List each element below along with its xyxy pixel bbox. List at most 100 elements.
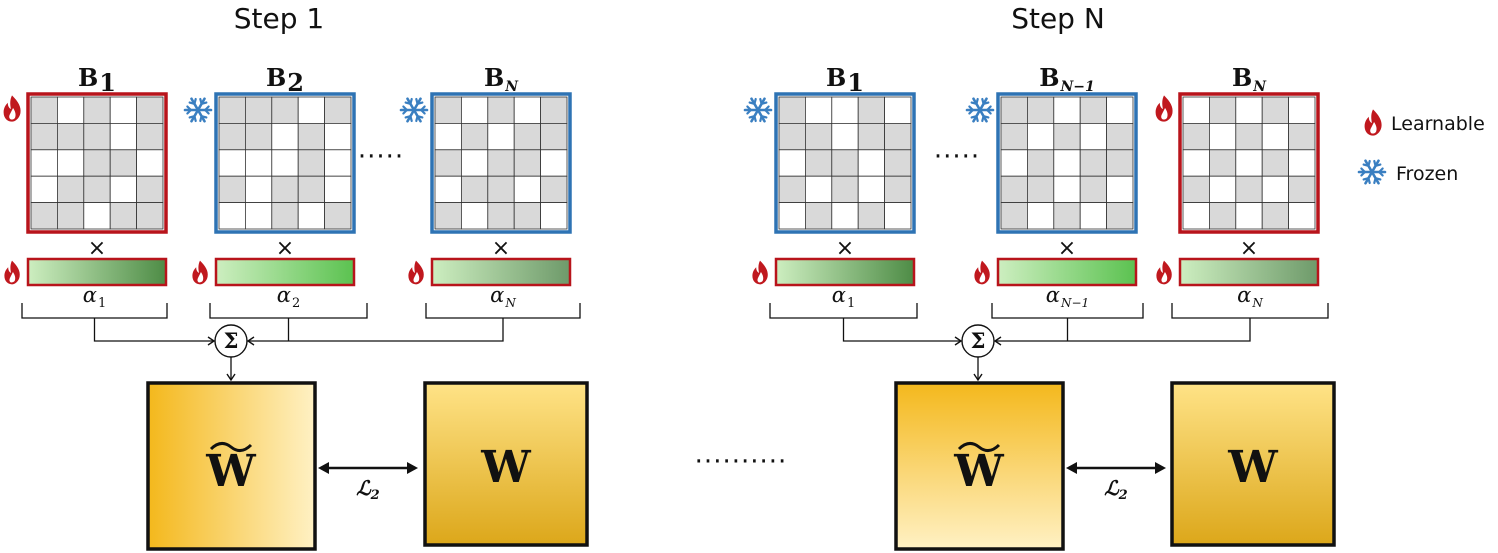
snowflake-branch [1373,177,1377,185]
times-symbol: × [1240,236,1258,261]
alpha-label-subscript: 2 [292,296,300,311]
flame-outer [192,260,208,285]
times-symbol: × [88,236,106,261]
connector-right [248,318,504,342]
alpha-label-main: α [83,283,97,307]
alpha-bar [1178,257,1320,287]
matrix-cell [218,202,246,230]
flame-inner [1161,272,1168,283]
flame-inner [1370,122,1377,134]
alpha-bar [214,257,356,287]
loss-arrow-head [318,462,329,474]
matrix-cell [271,123,299,151]
matrix-cell [1000,96,1028,124]
snowflake-branch [1360,167,1366,174]
matrix-cell [1106,149,1134,177]
matrix-cell [109,202,137,230]
matrix-cell [1053,149,1081,177]
snowflake-branch [186,105,192,112]
matrix-cell [884,202,912,230]
matrix-cell [271,149,299,177]
matrix-cell [1106,175,1134,203]
matrix-cell [244,175,273,203]
matrix-cell [805,96,833,124]
matrix-cell [1235,202,1263,230]
times-symbol: × [1058,236,1076,261]
flame-icon [192,260,208,285]
flame-icon [1155,95,1173,122]
w-tilde-box [894,381,1065,551]
flame-outer [408,260,424,285]
matrix-cell [513,149,542,177]
matrix-cell [244,202,273,230]
snowflake-icon [965,97,995,123]
times-symbol: × [836,236,854,261]
snowflake-icon [743,97,773,123]
matrix-cell [540,175,568,203]
times-symbol: × [276,236,294,261]
matrix-cell [218,96,246,124]
matrix-label: BN [484,63,519,95]
matrix-ellipsis: ····· [934,142,980,172]
matrix-cell [244,149,273,177]
matrix-cell [1079,202,1107,230]
matrix-cell [434,123,462,151]
loss-label-subscript: 2 [1118,488,1128,503]
snowflake-branch [1362,177,1370,181]
matrix-cell [1209,96,1237,124]
snowflake-branch [759,115,763,123]
matrix-cell [805,149,833,177]
matrix-label-main: B [266,63,286,92]
matrix-label-main: B [1232,63,1252,92]
snowflake-branch [188,115,196,119]
matrix-cell [218,175,246,203]
matrix-2: B 2 × α2 [183,63,368,319]
matrix-cell [244,96,273,124]
flame-inner [979,272,986,283]
flame-outer [3,95,21,122]
matrix-2: BN−1×αN−1 [965,63,1144,319]
matrix-cell [1288,123,1316,151]
flame-inner [9,272,16,283]
flame-icon [408,260,424,285]
alpha-label: α2 [277,283,300,311]
snowflake-icon [183,97,213,123]
matrix-cell [1027,175,1055,203]
matrix-cell [884,175,912,203]
loss-arrow-head [1155,462,1166,474]
matrix-border [26,92,168,234]
snowflake-branch [975,97,979,105]
snowflake-branch [200,101,208,105]
matrix-cell [297,123,326,151]
snowflake-branch [753,97,757,105]
matrix-cell [57,202,85,230]
matrix-cell [109,96,137,124]
matrix-cell [460,202,489,230]
matrix-cell [30,96,58,124]
w-label: W [1227,442,1278,493]
snowflake-branch [204,108,210,115]
matrix-cell [513,175,542,203]
matrix-cell [434,202,462,230]
matrix-cell [324,202,352,230]
matrix-cell [1182,149,1210,177]
matrix-cell [1027,149,1055,177]
snowflake-branch [986,108,992,115]
matrix-cell [57,96,85,124]
alpha-bar [430,257,572,287]
connector-left [93,318,214,342]
matrix-cell [1079,96,1107,124]
matrix-cell [1261,202,1289,230]
matrix-cell [1053,96,1081,124]
matrix-cell [831,149,859,177]
matrix-cell [136,123,164,151]
tilde-mark [957,442,1001,452]
snowflake-branch [760,101,768,105]
matrix-cell [297,202,326,230]
matrix-cell [136,202,164,230]
flame-outer [1155,95,1173,122]
matrix-cell [1079,123,1107,151]
flame-outer [752,260,768,285]
matrix-cell [540,202,568,230]
matrix-cell [540,149,568,177]
